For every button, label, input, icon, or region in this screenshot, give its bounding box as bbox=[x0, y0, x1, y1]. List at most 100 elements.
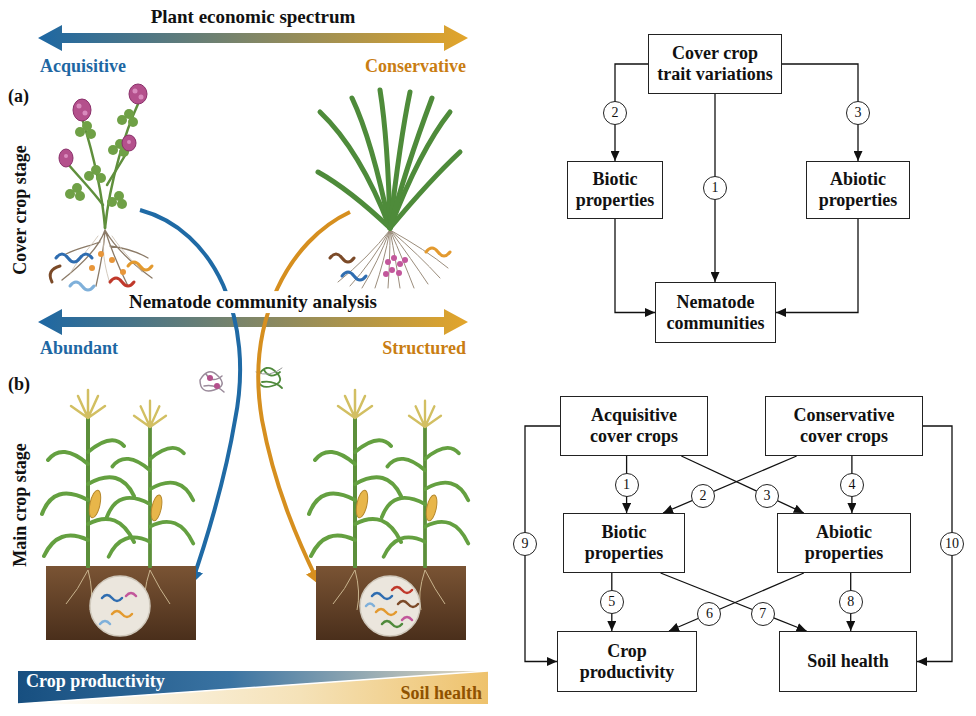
clover-flowers bbox=[59, 149, 73, 167]
callout-number: 5 bbox=[600, 590, 624, 614]
mycorrhiza bbox=[389, 267, 395, 273]
band-shape bbox=[18, 671, 488, 704]
connector-arrow bbox=[661, 573, 807, 631]
process-box: Biotic properties bbox=[567, 161, 663, 219]
process-box: Biotic properties bbox=[563, 513, 685, 573]
grass-blades bbox=[390, 98, 432, 228]
grass-blades bbox=[380, 90, 390, 228]
nematode-sample bbox=[360, 576, 420, 636]
text-label: (a) bbox=[8, 86, 29, 107]
clover-plant bbox=[50, 84, 152, 290]
node-text: Abiotic properties bbox=[782, 522, 906, 563]
gradient-band: Crop productivitySoil health bbox=[18, 671, 488, 704]
node-text: Soil health bbox=[784, 651, 912, 672]
text-label: Nematode community analysis bbox=[125, 291, 381, 313]
mycorrhiza bbox=[385, 259, 391, 265]
root-nodules bbox=[120, 269, 126, 275]
clover-leaves bbox=[65, 109, 138, 209]
corn-plant bbox=[107, 401, 193, 568]
corn-plant bbox=[382, 401, 468, 568]
mycorrhiza bbox=[383, 255, 408, 277]
grass-blades bbox=[318, 90, 460, 228]
node-text: Soil health bbox=[400, 684, 488, 704]
nematode-sample bbox=[398, 601, 418, 607]
connector-arrow bbox=[776, 219, 858, 313]
process-box: Soil health bbox=[779, 631, 917, 692]
callout-number: 6 bbox=[697, 602, 721, 626]
nematode-sample bbox=[90, 576, 420, 636]
node-text: Cover crop trait variations bbox=[655, 43, 775, 84]
clover-leaves bbox=[75, 191, 85, 201]
clover-flowers bbox=[73, 99, 91, 121]
clover-roots bbox=[62, 230, 152, 286]
mycorrhiza bbox=[397, 261, 403, 267]
soil-block bbox=[316, 566, 466, 640]
clover-flowers bbox=[129, 84, 147, 104]
mycorrhiza bbox=[396, 270, 402, 276]
stage-label: Cover crop stage bbox=[10, 145, 31, 274]
callout-number: 1 bbox=[703, 176, 727, 200]
flow-arrow bbox=[258, 212, 350, 582]
text-label: Plant economic spectrum bbox=[151, 6, 356, 28]
nematode-sample bbox=[90, 576, 150, 636]
residue-clump bbox=[214, 383, 220, 389]
node-text: Crop productivity bbox=[562, 641, 692, 682]
clover-roots bbox=[70, 236, 142, 284]
clover-flowers bbox=[127, 140, 131, 144]
mycorrhiza bbox=[383, 271, 389, 277]
nematode bbox=[50, 254, 152, 290]
node-text: Nematode communities bbox=[660, 292, 771, 333]
grass-blades bbox=[320, 112, 390, 228]
clover-flowers bbox=[122, 135, 136, 151]
callout-number: 4 bbox=[840, 473, 864, 497]
clover-roots bbox=[62, 230, 152, 286]
root-nodules bbox=[98, 251, 104, 257]
process-box: Crop productivity bbox=[557, 631, 697, 692]
nematode-sample bbox=[100, 621, 110, 624]
connector-arrow bbox=[615, 219, 655, 313]
callout-number: 1 bbox=[615, 473, 639, 497]
process-box: Conservative cover crops bbox=[765, 396, 923, 456]
band-shape bbox=[18, 671, 488, 704]
node-text: Crop productivity bbox=[18, 671, 165, 691]
nematode bbox=[330, 254, 354, 262]
root-nodules bbox=[89, 265, 95, 271]
process-box: Acquisitive cover crops bbox=[560, 396, 708, 456]
clover-flowers bbox=[133, 89, 138, 94]
node-text: Abiotic properties bbox=[811, 169, 905, 210]
text-label: Conservative bbox=[365, 56, 466, 77]
nematode-sample bbox=[112, 611, 132, 617]
nematode bbox=[128, 262, 152, 270]
grass-plant bbox=[318, 90, 460, 288]
nematode bbox=[342, 272, 366, 280]
nematode-sample bbox=[382, 621, 402, 627]
callout-number: 7 bbox=[751, 602, 775, 626]
callout-number: 3 bbox=[846, 101, 870, 125]
residue-clump bbox=[200, 372, 224, 392]
mycorrhiza bbox=[391, 255, 397, 261]
nematode bbox=[426, 248, 450, 256]
callout-number: 2 bbox=[603, 101, 627, 125]
mycorrhiza bbox=[402, 257, 408, 263]
nematode bbox=[70, 282, 94, 290]
nematode bbox=[50, 266, 60, 282]
node-text: Acquisitive cover crops bbox=[571, 405, 697, 446]
nematode-sample bbox=[372, 593, 392, 599]
connector-arrow bbox=[681, 456, 803, 513]
nematode bbox=[110, 278, 134, 286]
nematode-sample bbox=[366, 604, 374, 607]
process-box: Cover crop trait variations bbox=[648, 34, 782, 94]
nematode-sample bbox=[376, 609, 396, 615]
text-label: Abundant bbox=[40, 338, 118, 359]
nematode-sample bbox=[392, 587, 412, 593]
clover-leaves bbox=[86, 129, 96, 139]
text-label: Structured bbox=[382, 338, 466, 359]
process-box: Abiotic properties bbox=[806, 161, 910, 219]
grass-blades bbox=[318, 172, 390, 228]
root-nodules bbox=[109, 257, 115, 263]
root-nodules bbox=[89, 251, 126, 275]
clover-stems bbox=[105, 104, 138, 228]
soil-block bbox=[46, 566, 196, 640]
